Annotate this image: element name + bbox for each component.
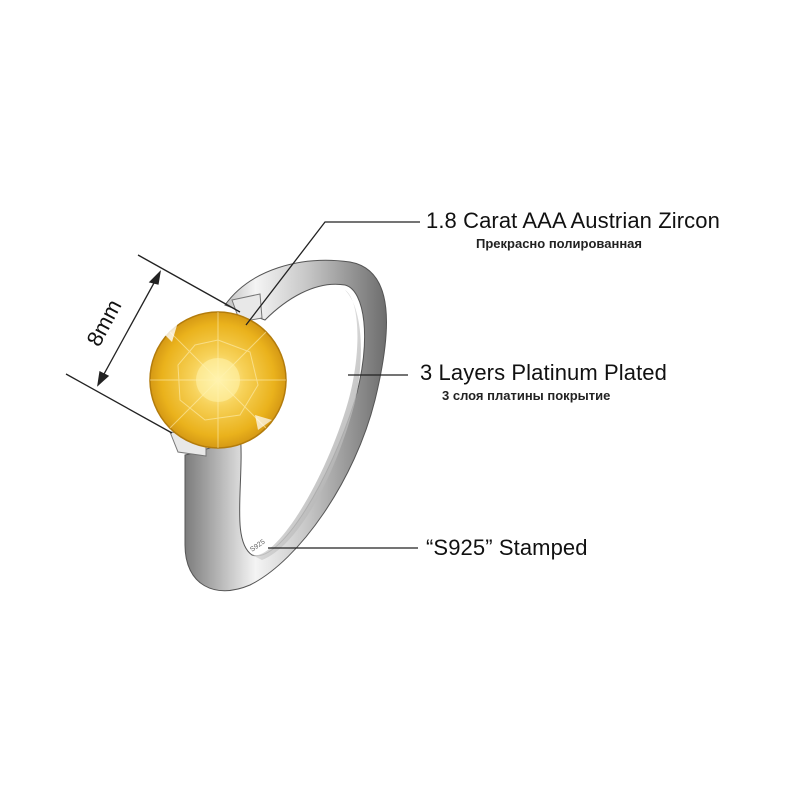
zircon-subtitle: Прекрасно полированная <box>476 236 642 251</box>
leader-zircon <box>245 221 420 326</box>
leader-lines <box>245 221 420 549</box>
ring-band-inner <box>252 290 361 560</box>
plating-subtitle: 3 слоя платины покрытие <box>442 388 611 403</box>
stamp-engraving: S925 <box>249 538 266 553</box>
zircon-title: 1.8 Carat AAA Austrian Zircon <box>426 208 720 233</box>
stamp-title: “S925” Stamped <box>426 535 588 560</box>
plating-title: 3 Layers Platinum Plated <box>420 360 667 385</box>
dimension-lines <box>65 254 241 434</box>
